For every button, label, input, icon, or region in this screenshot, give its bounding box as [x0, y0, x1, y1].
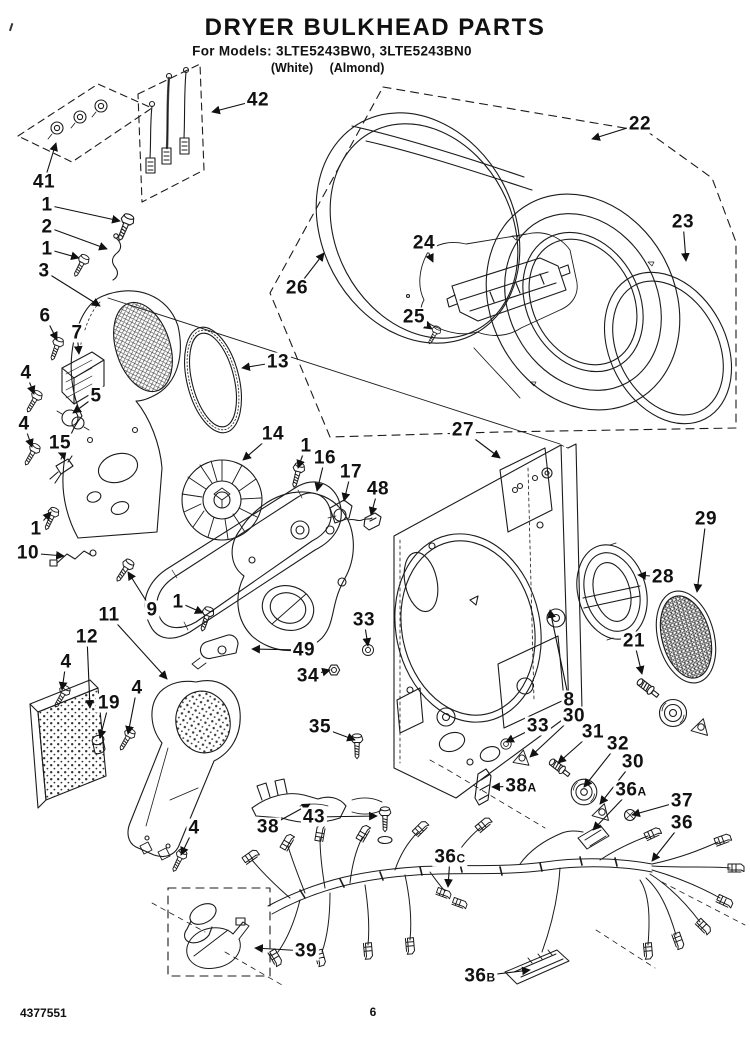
callout-38-32: 38: [254, 816, 282, 838]
callout-33-29: 33: [350, 609, 378, 631]
callout-29-41: 29: [692, 508, 720, 530]
callout-16-25: 16: [311, 447, 339, 469]
blower-wheel-14: [181, 459, 263, 541]
color-label-almond: (Almond): [329, 61, 385, 75]
fan-housing-3: [62, 290, 181, 539]
callout-4-10: 4: [16, 413, 32, 435]
callout-10-13: 10: [14, 542, 42, 564]
callout-36-53: 36: [668, 812, 696, 834]
callout-30-46: 30: [560, 705, 588, 727]
callout-1-24: 1: [298, 435, 314, 457]
callout-4-20: 4: [129, 677, 145, 699]
felt-seal-13: [184, 326, 242, 434]
callout-1-15: 1: [170, 591, 186, 613]
leader-line-12: [85, 636, 95, 709]
callout-21-43: 21: [620, 630, 648, 652]
leader-line-8: [547, 609, 570, 701]
callout-28-42: 28: [649, 566, 677, 588]
color-label-white: (White): [270, 61, 314, 75]
outlet-grille-29: [655, 590, 717, 684]
terminal-kit-41: [17, 83, 153, 163]
callout-38A-51: 38A: [503, 775, 539, 797]
baffle-24: [405, 232, 578, 336]
connector-36B: [504, 949, 570, 985]
callout-4-18: 4: [58, 651, 74, 673]
leader-line-3: [43, 270, 101, 307]
callout-4-8: 4: [18, 362, 34, 384]
screw-43: [377, 806, 393, 845]
callout-39-34: 39: [292, 940, 320, 962]
callout-14-23: 14: [259, 423, 287, 445]
callout-25-38: 25: [400, 306, 428, 328]
callout-26-39: 26: [283, 277, 311, 299]
callout-41-1: 41: [30, 171, 58, 193]
callout-35-31: 35: [306, 716, 334, 738]
cable-tie-39: [167, 887, 271, 977]
lint-duct-11: [127, 680, 241, 861]
leader-line-2: [46, 226, 108, 251]
callout-1-4: 1: [39, 238, 55, 260]
callout-32-48: 32: [604, 733, 632, 755]
front-seal-ring-23: [603, 271, 733, 425]
callout-36B-55: 36B: [462, 965, 498, 987]
callout-2-3: 2: [39, 216, 55, 238]
callout-11-16: 11: [96, 604, 122, 626]
callout-24-37: 24: [410, 232, 438, 254]
callout-36A-50: 36A: [613, 779, 649, 801]
callout-37-52: 37: [668, 790, 696, 812]
callout-48-27: 48: [364, 478, 392, 500]
callout-30-49: 30: [619, 751, 647, 773]
inlet-grille-12: [29, 679, 107, 809]
callout-43-33: 43: [300, 806, 328, 828]
page-title: DRYER BULKHEAD PARTS: [204, 14, 546, 41]
callout-5-9: 5: [88, 385, 104, 407]
callout-8-44: 8: [561, 689, 577, 711]
wire-kit-42: [137, 63, 205, 203]
callout-1-12: 1: [28, 518, 44, 540]
callout-31-47: 31: [579, 721, 607, 743]
drum-region: [269, 86, 737, 438]
callout-49-28: 49: [290, 639, 318, 661]
callout-7-7: 7: [69, 322, 85, 344]
wire-harness-36: [151, 759, 746, 986]
callout-22-35: 22: [626, 113, 654, 135]
callout-34-30: 34: [294, 665, 322, 687]
models-line: For Models: 3LTE5243BW0, 3LTE5243BN0: [192, 43, 472, 59]
callout-33-45: 33: [524, 715, 552, 737]
clamp-5: [56, 409, 90, 431]
callout-6-6: 6: [37, 305, 53, 327]
callout-17-26: 17: [337, 461, 365, 483]
leader-line-1: [46, 204, 121, 224]
page-number: 6: [369, 1005, 377, 1019]
callout-19-19: 19: [95, 692, 123, 714]
callout-3-5: 3: [36, 260, 52, 282]
mounting-screws-top: [69, 211, 137, 281]
callout-9-14: 9: [144, 599, 160, 621]
divider-line: [107, 297, 561, 445]
clip-38A: [474, 768, 492, 806]
callout-27-40: 27: [449, 419, 477, 441]
callout-23-36: 23: [669, 211, 697, 233]
document-number: 4377551: [20, 1006, 67, 1020]
bracket-49: [191, 634, 239, 670]
callout-13-22: 13: [264, 351, 292, 373]
leader-line-29: [693, 518, 707, 593]
callout-15-11: 15: [46, 432, 74, 454]
callout-42-0: 42: [244, 89, 272, 111]
callout-12-17: 12: [73, 626, 101, 648]
callout-36C-54: 36C: [432, 846, 468, 868]
leader-line-11: [108, 614, 168, 680]
bulkhead-panel-27: [393, 443, 583, 799]
callout-4-21: 4: [186, 817, 202, 839]
heater-element-7: [61, 351, 105, 405]
callout-1-2: 1: [39, 194, 55, 216]
